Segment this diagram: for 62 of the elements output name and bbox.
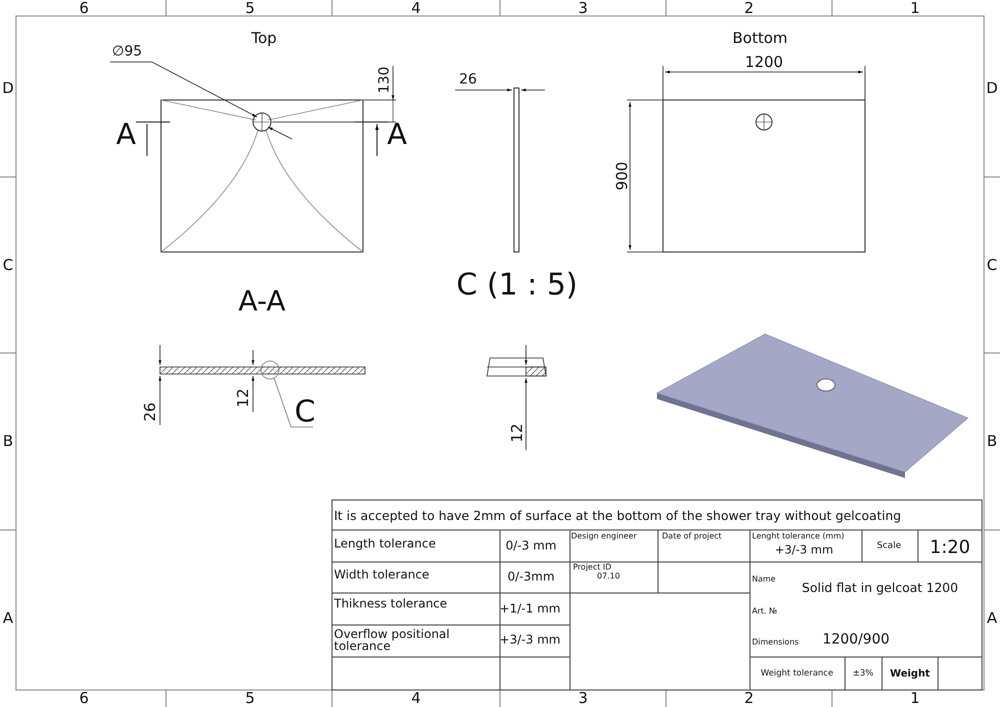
table-value: 07.10	[597, 572, 620, 582]
table-value: 0/-3 mm	[506, 539, 556, 553]
table-label: Scale	[876, 542, 902, 552]
table-label: Overflow positional tolerance	[334, 628, 451, 652]
zone-number: 2	[744, 690, 754, 706]
table-value: ±3%	[852, 669, 874, 679]
table-label: Weight	[890, 668, 930, 680]
zone-number: 4	[411, 0, 421, 16]
zone-letter: B	[2, 432, 14, 450]
detail-circle	[260, 360, 280, 380]
dimension-value: 900	[614, 162, 630, 190]
section-letter: A	[387, 119, 407, 151]
table-label: Weight tolerance	[760, 669, 834, 679]
table-label: Design engineer	[571, 532, 637, 542]
zone-number: 1	[910, 0, 920, 16]
zone-letter: A	[2, 610, 14, 626]
zone-number: 6	[79, 690, 89, 706]
zone-number: 5	[245, 690, 255, 706]
view-title: Bottom	[732, 30, 788, 46]
section-letter: A	[116, 119, 136, 151]
zone-number: 3	[578, 690, 588, 706]
table-label: Thikness tolerance	[334, 597, 448, 611]
table-label: Length tolerance	[334, 537, 436, 551]
note-text: It is accepted to have 2mm of surface at the bottom of the shower tray without gelcoating	[334, 509, 902, 523]
product-name: Solid flat in gelcoat 1200	[802, 581, 958, 595]
view-title: Top	[251, 30, 277, 46]
view-title: A-A	[238, 286, 286, 318]
detail-label: C	[294, 396, 316, 428]
scale-value: 1:20	[930, 538, 970, 558]
table-label: Width tolerance	[334, 568, 430, 582]
table-label: Name	[752, 576, 776, 584]
table-label: Project ID	[573, 564, 612, 572]
zone-letter: C	[986, 256, 998, 274]
zone-letter: D	[986, 80, 998, 96]
leader-line	[274, 378, 314, 428]
table-label: Date of project	[662, 532, 722, 542]
zone-letter: D	[2, 80, 14, 96]
dimension-value: 26	[142, 402, 158, 422]
dimension-value: ∅95	[112, 44, 142, 60]
zone-number: 4	[411, 690, 421, 706]
table-label: Dimensions	[752, 638, 799, 648]
zone-number: 1	[910, 690, 920, 706]
table-value: +3/-3 mm	[774, 544, 834, 556]
dimension-value: 12	[508, 423, 526, 443]
table-value: +1/-1 mm	[500, 602, 560, 616]
dimension-value: 26	[459, 72, 477, 88]
zone-number: 5	[245, 0, 255, 16]
table-label: Lenght tolerance (mm)	[752, 532, 844, 542]
view-title: C (1 : 5)	[456, 268, 578, 302]
zone-letter: B	[986, 432, 998, 450]
zone-number: 3	[578, 0, 588, 16]
zone-letter: C	[2, 256, 14, 274]
table-label: Art. №	[752, 608, 778, 616]
zone-letter: A	[986, 610, 998, 626]
zone-number: 6	[79, 0, 89, 16]
table-value: 0/-3mm	[507, 570, 555, 584]
dimension-value: 1200	[744, 54, 784, 70]
zone-number: 2	[744, 0, 754, 16]
table-value: +3/-3 mm	[500, 633, 560, 647]
table-value: 1200/900	[822, 632, 890, 648]
dimension-value: 12	[234, 388, 252, 408]
dimension-value: 130	[377, 66, 393, 94]
